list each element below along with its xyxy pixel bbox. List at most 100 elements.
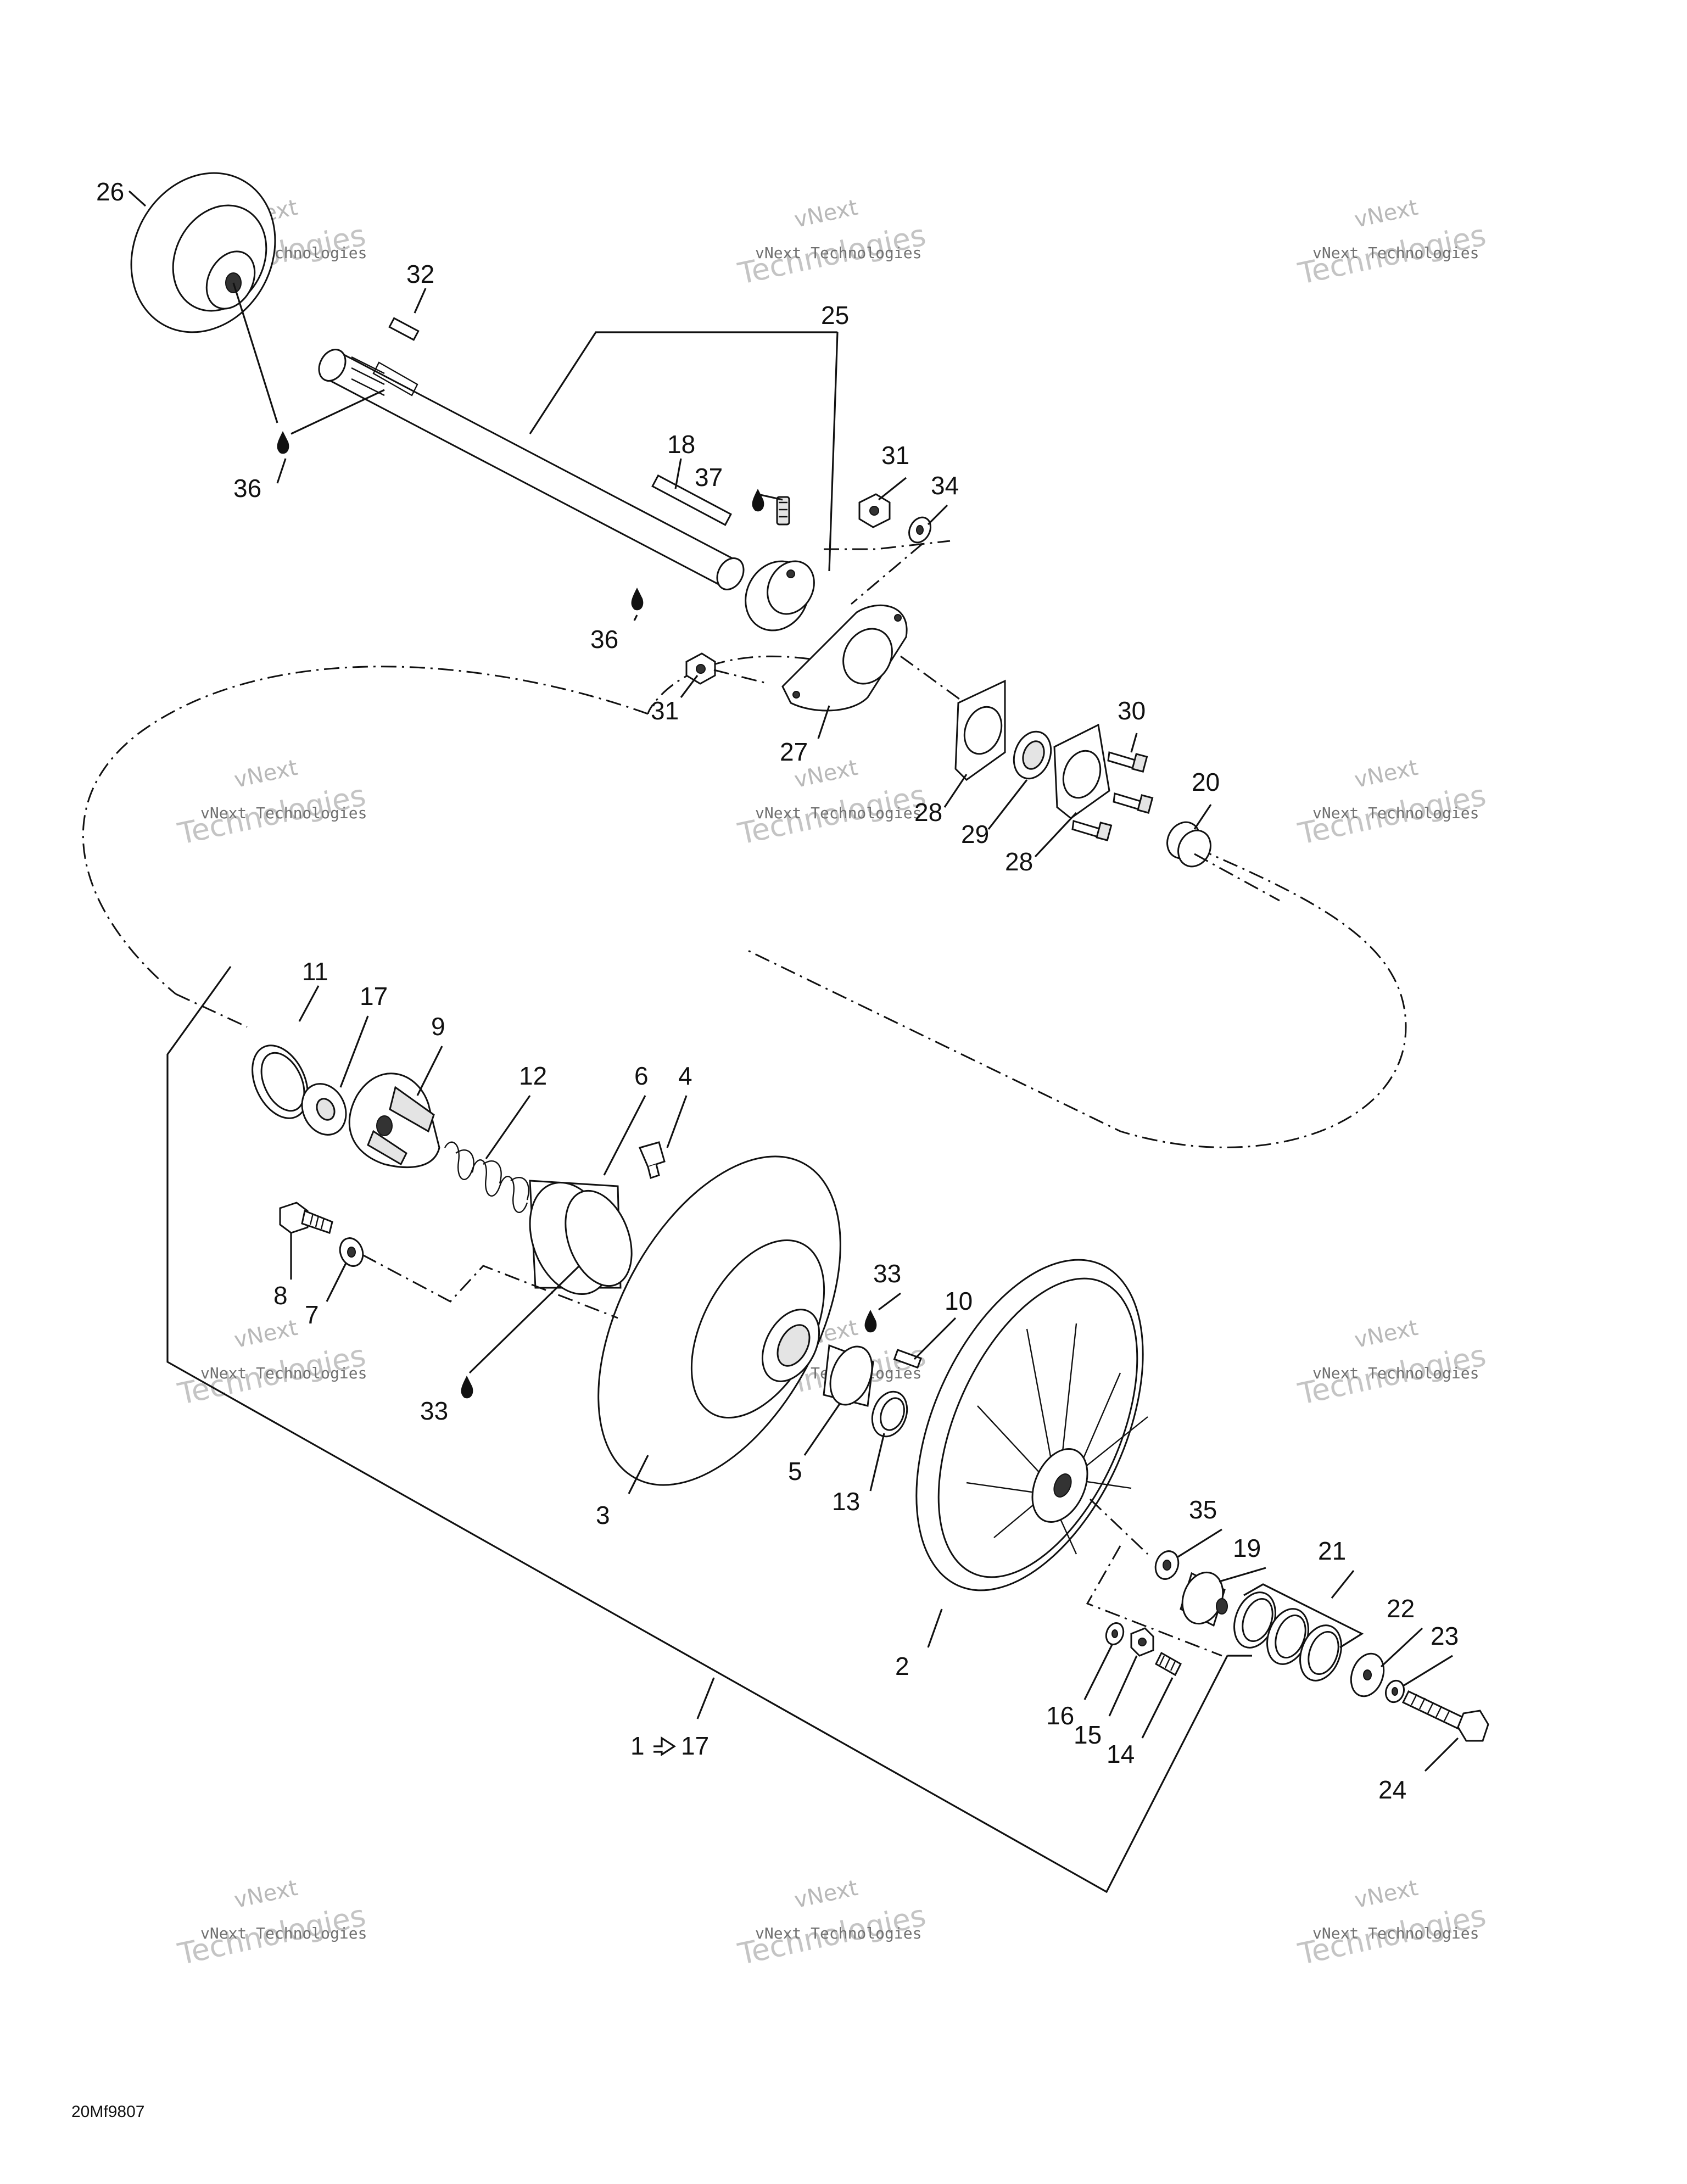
callout-34: 34: [931, 471, 959, 500]
watermark-text: vNext Technologies: [200, 1364, 367, 1382]
callout-17: 17: [360, 982, 388, 1010]
watermark-text: vNext Technologies: [755, 804, 921, 822]
part-30-bolts: [1071, 751, 1154, 841]
callout-35: 35: [1189, 1495, 1217, 1524]
callout-4: 4: [678, 1062, 692, 1090]
watermark-text: vNext Technologies: [755, 1924, 921, 1942]
svg-text:vNext: vNext: [1352, 1875, 1420, 1913]
part-25-shaft: [318, 349, 745, 590]
part-9-cam: [348, 1073, 440, 1169]
part-16-washer: [1105, 1622, 1125, 1645]
leader-lines-top: [128, 190, 1212, 858]
callout-9: 9: [431, 1012, 445, 1041]
watermark: vNext Technologies: [1295, 195, 1489, 292]
watermark-text: vNext Technologies: [200, 804, 367, 822]
watermark-text: vNext Technologies: [1312, 244, 1479, 262]
callout-36: 36: [233, 474, 261, 502]
callout-33: 33: [420, 1397, 448, 1425]
part-28-flange-b: [1053, 723, 1110, 819]
svg-text:vNext: vNext: [1352, 1315, 1420, 1353]
svg-text:vNext: vNext: [232, 1875, 300, 1913]
watermark: vNext Technologies: [175, 1875, 368, 1972]
part-12-spring: [444, 1141, 529, 1213]
part-31-nut-top: [858, 493, 891, 528]
svg-text:vNext: vNext: [792, 1875, 860, 1913]
watermark-text: vNext Technologies: [755, 244, 921, 262]
arrow-to-icon: [653, 1736, 676, 1756]
callout-5: 5: [788, 1457, 802, 1485]
callout-14: 14: [1107, 1740, 1135, 1768]
svg-text:vNext: vNext: [232, 755, 300, 793]
part-20-bushing: [1166, 821, 1211, 868]
callout-12: 12: [519, 1062, 547, 1090]
part-3-movable-sheave: [597, 1155, 841, 1486]
part-15-nut: [1130, 1627, 1154, 1657]
part-8-bolt: [279, 1202, 333, 1234]
callout-26: 26: [96, 177, 124, 206]
part-18-key: [651, 474, 732, 526]
part-32-key: [388, 317, 420, 341]
lubricant-drop-icon: [461, 1376, 473, 1399]
callout-3: 3: [596, 1501, 610, 1529]
callout-27: 27: [780, 738, 808, 766]
part-31-nut-bottom: [685, 652, 716, 685]
callout-24: 24: [1378, 1775, 1406, 1804]
drawing-code: 20Mf9807: [71, 2103, 144, 2121]
callout-31: 31: [881, 441, 909, 470]
callout-6: 6: [634, 1062, 649, 1090]
part-17-washer: [301, 1083, 347, 1136]
watermark: vNext Technologies: [175, 1315, 368, 1412]
callout-28: 28: [1005, 847, 1033, 876]
dashed-assembly-lines-bottom: [362, 1254, 1222, 1657]
part-24-bolt: [1401, 1690, 1489, 1742]
watermark: vNext Technologies: [735, 195, 929, 292]
callout-18: 18: [667, 430, 695, 459]
part-13-washer: [871, 1390, 908, 1438]
watermark-text: vNext Technologies: [1312, 1924, 1479, 1942]
part-4-slider-button: [638, 1141, 666, 1179]
callout-23: 23: [1431, 1622, 1459, 1650]
part-27-bearing-plate: [781, 604, 908, 712]
leader-lines-bottom: [166, 966, 1459, 1893]
lubricant-drop-icon: [631, 588, 644, 611]
part-11-retaining-ring: [252, 1044, 309, 1119]
svg-text:vNext: vNext: [1352, 195, 1420, 233]
watermark-text: vNext Technologies: [200, 1924, 367, 1942]
lubricant-drop-icon: [277, 431, 289, 454]
part-21-shims: [1233, 1591, 1342, 1682]
callout-36: 36: [590, 625, 618, 653]
part-22-washer: [1350, 1652, 1385, 1697]
watermark: vNext Technologies: [1295, 1315, 1489, 1412]
callout-30: 30: [1118, 696, 1146, 725]
svg-text:vNext: vNext: [1352, 755, 1420, 793]
part-28-flange-a: [954, 679, 1006, 781]
drive-belt-outline: [82, 655, 1407, 1148]
watermark-group: vNext Technologies vNext Technologies vN…: [175, 195, 1489, 1972]
svg-text:vNext: vNext: [792, 195, 860, 233]
part-35-washer: [1154, 1550, 1180, 1580]
part-25-collar: [745, 560, 815, 632]
part-19-bushing: [1180, 1571, 1228, 1627]
watermark: vNext Technologies: [1295, 755, 1489, 852]
watermark: vNext Technologies: [175, 755, 368, 852]
watermark-text: vNext Technologies: [1312, 804, 1479, 822]
part-23-lockwasher: [1384, 1679, 1405, 1703]
callout-7: 7: [305, 1300, 319, 1329]
callout-29: 29: [961, 820, 989, 848]
part-37-set-screw: [776, 496, 790, 526]
watermark: vNext Technologies: [1295, 1875, 1489, 1972]
callout-22: 22: [1387, 1594, 1415, 1623]
callout-25: 25: [821, 301, 849, 329]
part-26-fixed-sheave: [130, 172, 276, 333]
callout-labels: 26 32 25 36 18 37 31 34 36 31 27 30 20 2…: [96, 177, 1459, 1804]
part-14-screw: [1155, 1651, 1182, 1677]
part-6-sleeve: [529, 1180, 633, 1295]
callout-21: 21: [1318, 1537, 1346, 1565]
callout-32: 32: [406, 260, 434, 288]
part-10-key: [893, 1349, 922, 1369]
part-2-fixed-sheave: [915, 1259, 1148, 1591]
callout-1: 1: [630, 1731, 645, 1760]
callout-28: 28: [914, 798, 942, 826]
part-29-bearing: [1013, 730, 1052, 780]
